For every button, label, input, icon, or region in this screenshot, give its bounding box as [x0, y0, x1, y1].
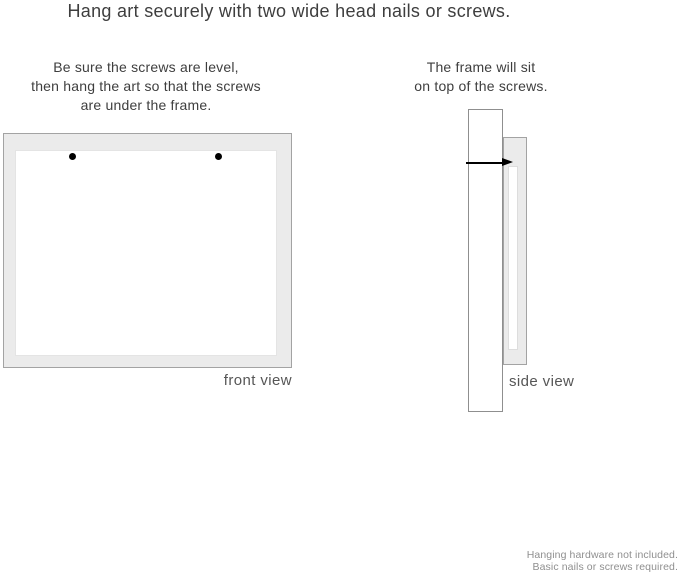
- frame-artwork-area: [15, 150, 277, 356]
- footer-note: Hanging hardware not included. Basic nai…: [527, 549, 678, 573]
- footer-line: Basic nails or screws required.: [532, 561, 678, 573]
- frame-side-inner-edge: [508, 166, 518, 350]
- footer-line: Hanging hardware not included.: [526, 549, 678, 561]
- frame-side-view: [503, 137, 527, 365]
- screw-head-icon: [502, 158, 513, 166]
- wall-side-view: [468, 109, 503, 412]
- instruction-line: The frame will sit: [426, 59, 536, 75]
- screw-dot-left-icon: [69, 153, 76, 160]
- front-view-instructions: Be sure the screws are level, then hang …: [10, 58, 282, 115]
- front-view-label: front view: [223, 372, 292, 389]
- screw-dot-right-icon: [215, 153, 222, 160]
- side-view-instructions: The frame will sit on top of the screws.: [391, 58, 571, 96]
- instruction-line: then hang the art so that the screws: [31, 78, 261, 94]
- instruction-line: are under the frame.: [80, 97, 212, 113]
- frame-front-view: [3, 133, 292, 368]
- instruction-line: Be sure the screws are level,: [53, 59, 239, 75]
- instruction-line: on top of the screws.: [414, 78, 548, 94]
- side-view-label: side view: [509, 373, 575, 390]
- screw-shaft-icon: [466, 162, 503, 164]
- page-title: Hang art securely with two wide head nai…: [67, 1, 511, 21]
